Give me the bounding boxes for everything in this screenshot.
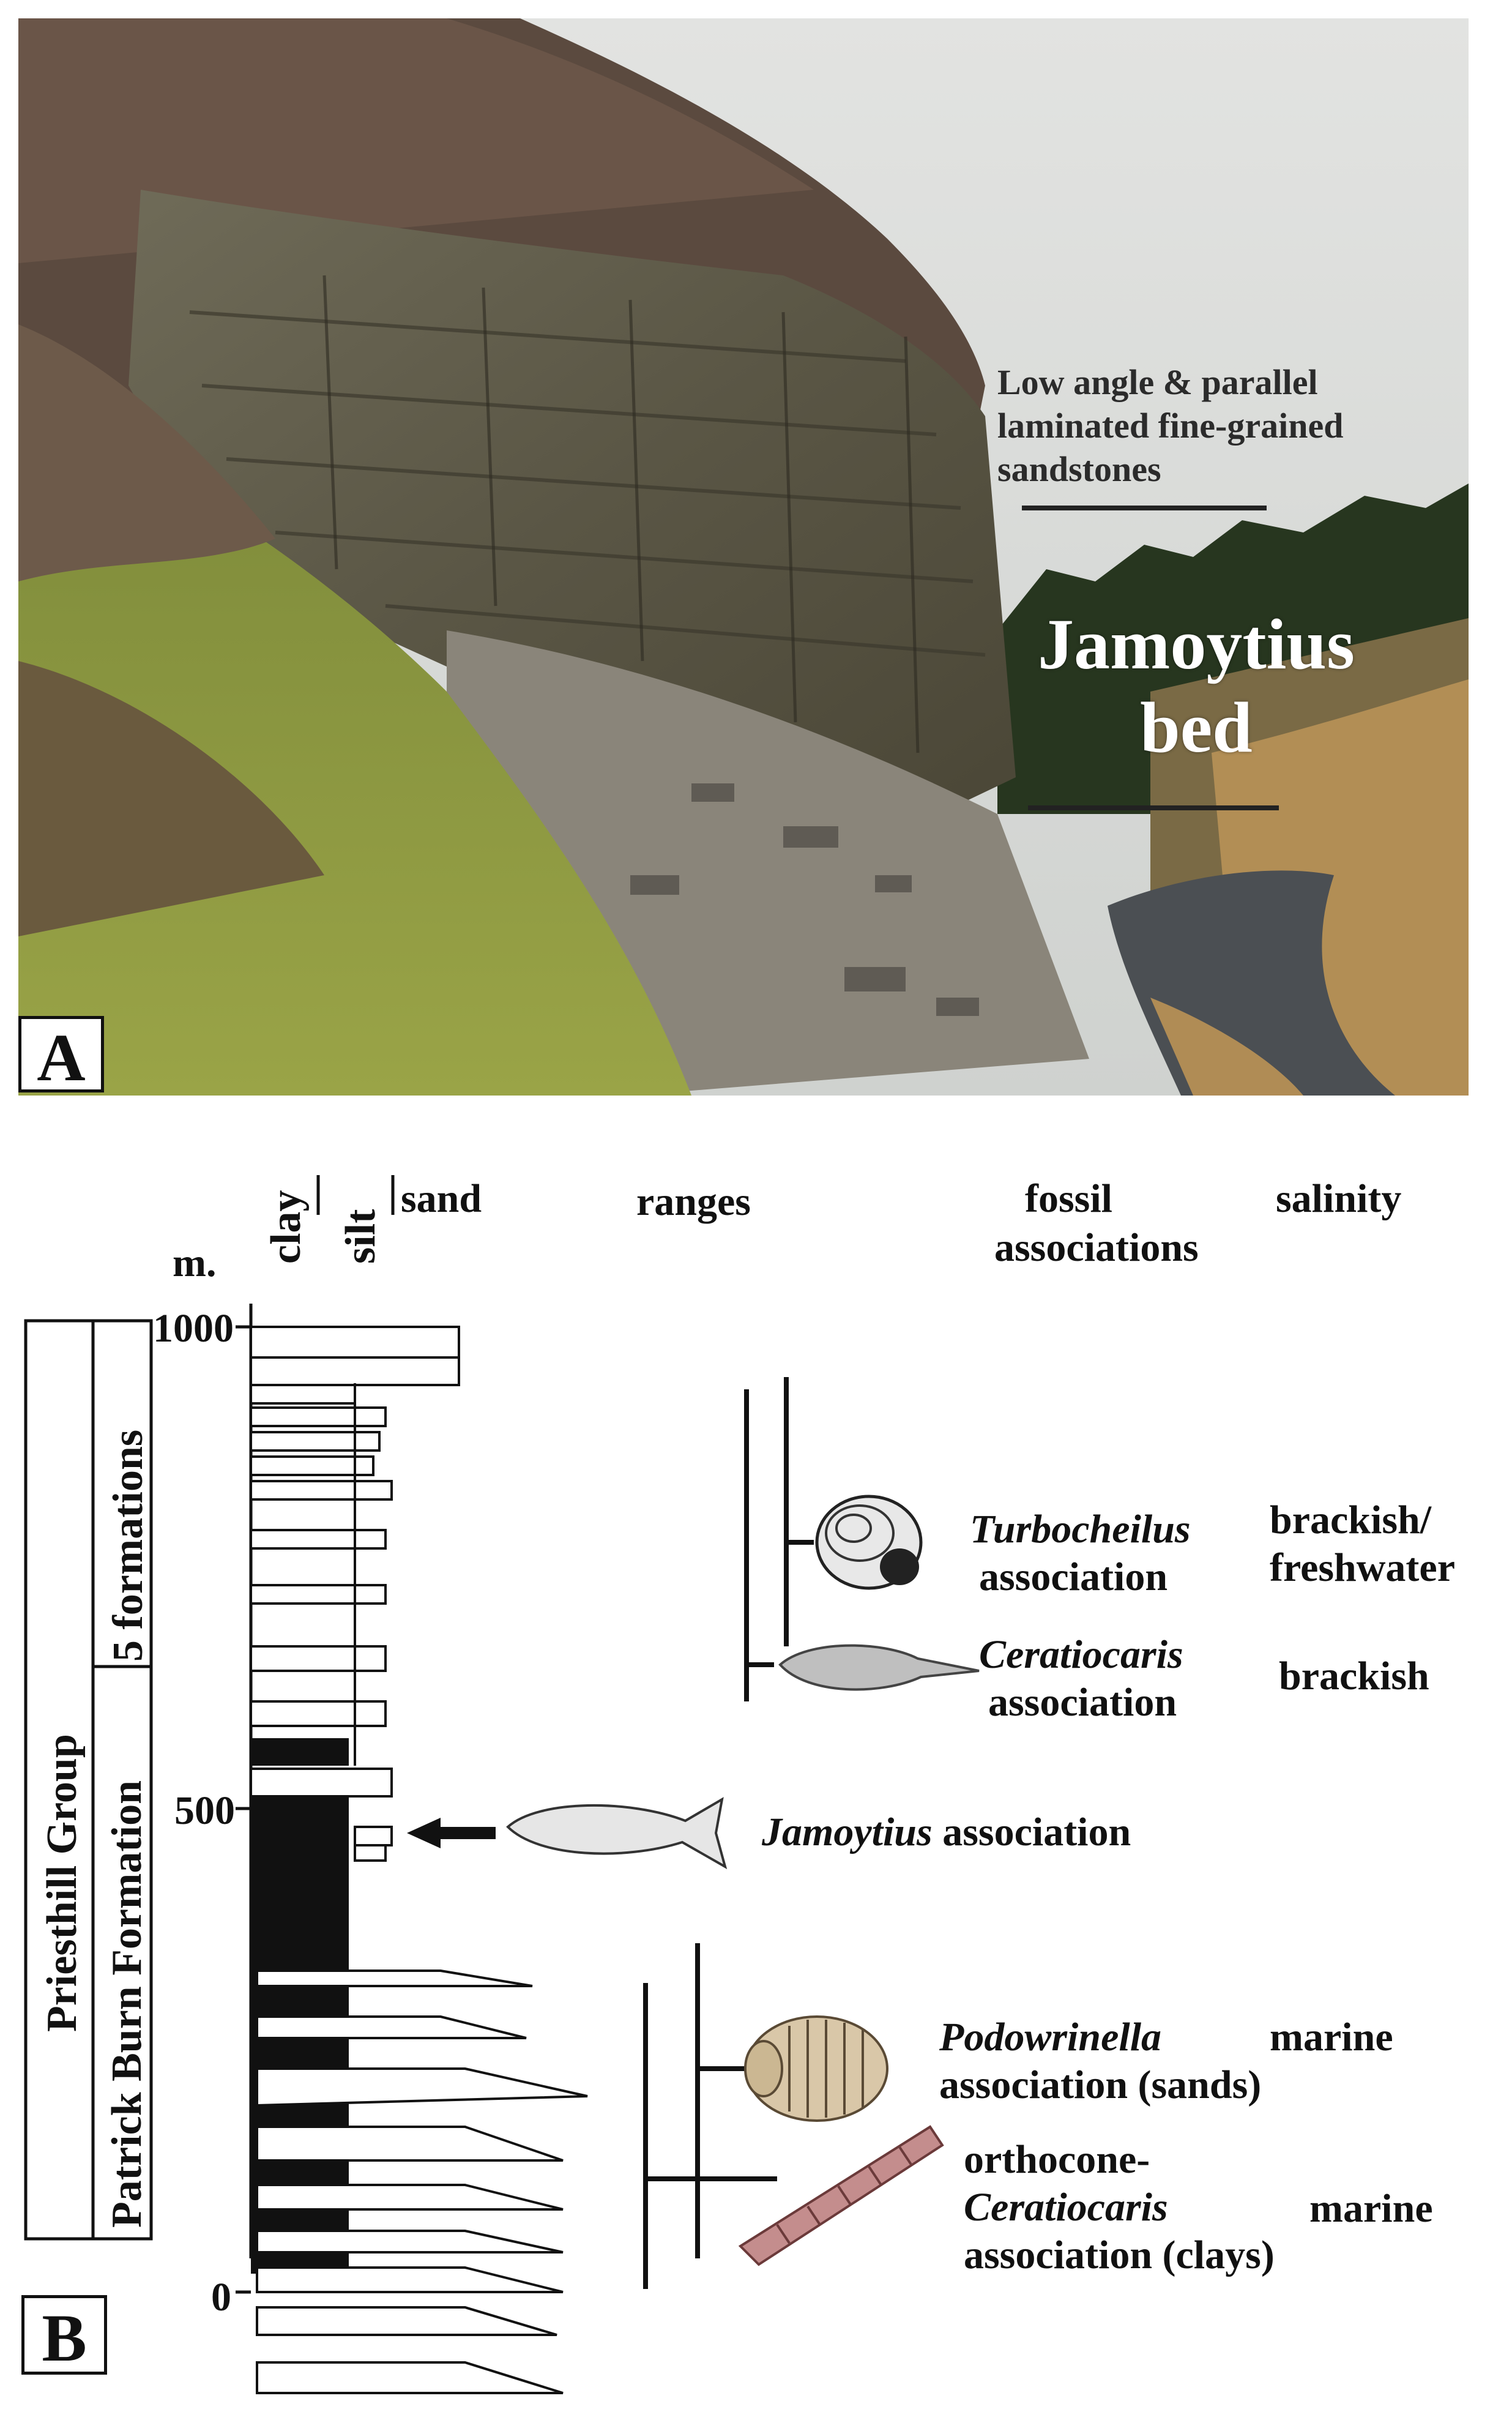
sandstone-annotation: Low angle & parallel laminated fine-grai… — [997, 361, 1343, 491]
lower-unit-label: Patrick Burn Formation — [103, 1780, 151, 2228]
salinity-brackish-freshwater: brackish/ freshwater — [1270, 1496, 1455, 1592]
panel-letter-b: B — [21, 2295, 107, 2375]
salinity-line: brackish/ — [1270, 1498, 1432, 1542]
taxon-name: Ceratiocaris — [964, 2184, 1168, 2230]
sand-interbeds — [256, 1970, 588, 2394]
turbocheilus-association: Turbocheilus association — [970, 1506, 1191, 1601]
trilobite-icon — [744, 2015, 888, 2122]
stratigraphic-column — [24, 1175, 980, 2394]
annotation-line: laminated fine-grained — [997, 405, 1344, 446]
tick-500: 500 — [174, 1788, 235, 1833]
unit-boxes — [24, 1319, 153, 2241]
group-label: Priesthill Group — [39, 1734, 86, 2032]
association-word: association — [988, 1679, 1177, 1725]
annotation-line: Low angle & parallel — [997, 362, 1318, 402]
tick-1000: 1000 — [153, 1306, 234, 1351]
grain-header-sand: sand — [401, 1176, 482, 1221]
upper-unit-label: 5 formations — [105, 1429, 152, 1662]
taxon-name: Podowrinella — [939, 2015, 1162, 2059]
upper-lithology — [250, 1326, 460, 1727]
depth-axis — [236, 1304, 253, 2294]
crustacean-icon — [778, 1644, 980, 1691]
taxon-name: Jamoytius — [762, 1810, 933, 1854]
associations-header: associations — [994, 1225, 1199, 1270]
grain-header-clay: clay — [263, 1190, 310, 1264]
taxon-name: Ceratiocaris — [979, 1632, 1183, 1677]
bed-label-line: Jamoytius — [1038, 604, 1355, 684]
prefix-word: orthocone- — [964, 2137, 1150, 2182]
association-word: association (clays) — [964, 2232, 1275, 2277]
outcrop-photo — [18, 18, 1469, 1096]
association-word: association — [979, 1554, 1168, 1599]
ceratiocaris-association: Ceratiocaris association — [979, 1631, 1183, 1727]
orthocone-association: orthocone- Ceratiocaris association (cla… — [964, 2136, 1275, 2279]
bed-label-line: bed — [1140, 687, 1253, 767]
tick-0: 0 — [211, 2275, 231, 2320]
salinity-header: salinity — [1276, 1176, 1402, 1221]
range-bars — [643, 1377, 814, 2289]
taxon-name: Turbocheilus — [970, 1507, 1191, 1551]
salinity-marine-2: marine — [1309, 2186, 1433, 2231]
ranges-header: ranges — [636, 1179, 751, 1224]
annotation-line: sandstones — [997, 449, 1161, 489]
salinity-brackish: brackish — [1279, 1654, 1429, 1698]
gastropod-icon — [815, 1495, 923, 1590]
salinity-line: freshwater — [1270, 1545, 1455, 1590]
jamoytius-bed-label: Jamoytius bed — [1013, 603, 1380, 769]
panel-letter-a: A — [18, 1016, 104, 1092]
orthocone-icon — [738, 2125, 944, 2266]
association-word: association (sands) — [939, 2062, 1262, 2107]
fish-icon — [506, 1797, 728, 1870]
grain-header-silt: silt — [337, 1209, 384, 1264]
jamoytius-association: Jamoytius association — [762, 1809, 1131, 1856]
association-word: association — [932, 1810, 1131, 1854]
jamoytius-arrow — [407, 1818, 496, 1848]
panel-a-photograph: Low angle & parallel laminated fine-grai… — [18, 18, 1469, 1096]
podowrinella-association: Podowrinella association (sands) — [939, 2014, 1261, 2109]
fossil-header: fossil — [1025, 1176, 1113, 1221]
units-label: m. — [173, 1241, 217, 1285]
panel-b-stratigraphy: m. clay silt sand ranges fossil associat… — [0, 1163, 1512, 2412]
salinity-marine-1: marine — [1270, 2015, 1393, 2059]
